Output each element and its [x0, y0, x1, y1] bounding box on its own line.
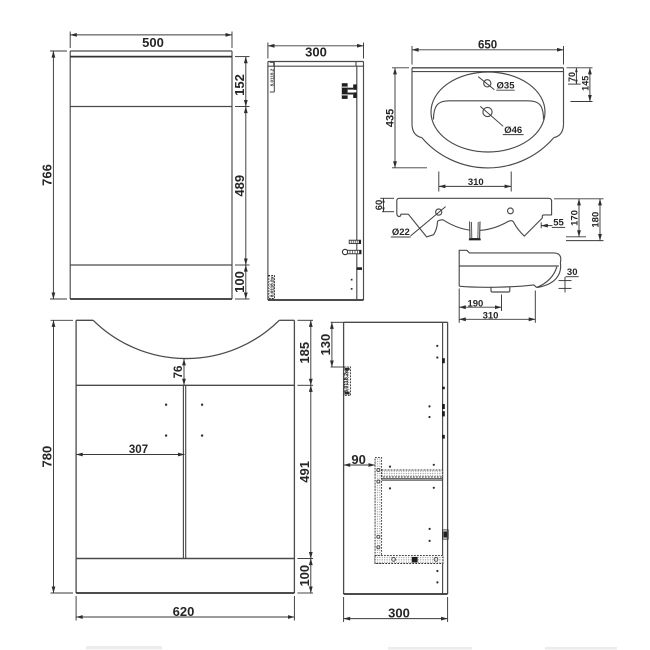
- svg-text:180: 180: [590, 212, 601, 228]
- svg-text:100: 100: [232, 271, 247, 293]
- svg-text:100: 100: [297, 565, 312, 587]
- svg-text:500: 500: [142, 35, 164, 50]
- svg-text:152: 152: [232, 74, 247, 96]
- svg-text:55: 55: [553, 217, 564, 228]
- svg-text:Ø35: Ø35: [497, 81, 516, 92]
- svg-text:435: 435: [384, 109, 396, 127]
- svg-text:190: 190: [467, 298, 483, 309]
- svg-text:300: 300: [388, 605, 410, 620]
- svg-text:60: 60: [374, 200, 385, 211]
- svg-text:310: 310: [483, 310, 499, 321]
- svg-text:780: 780: [40, 446, 55, 468]
- svg-text:185: 185: [297, 342, 312, 364]
- svg-text:766: 766: [39, 164, 54, 186]
- svg-text:489: 489: [232, 175, 247, 197]
- svg-text:310: 310: [468, 177, 484, 188]
- svg-text:8.0118.2: 8.0118.2: [270, 68, 275, 86]
- svg-text:8.0118.2a: 8.0118.2a: [269, 276, 274, 297]
- svg-text:8.0118.2a: 8.0118.2a: [344, 370, 350, 393]
- svg-text:70: 70: [567, 72, 577, 82]
- svg-text:Ø22: Ø22: [392, 227, 410, 238]
- svg-text:90: 90: [351, 452, 365, 467]
- svg-text:30: 30: [567, 267, 578, 278]
- svg-text:650: 650: [478, 40, 497, 52]
- svg-text:170: 170: [569, 210, 580, 226]
- svg-text:130: 130: [318, 334, 333, 356]
- svg-text:300: 300: [305, 45, 327, 60]
- svg-text:491: 491: [297, 461, 312, 483]
- svg-text:Ø46: Ø46: [504, 125, 522, 136]
- svg-text:307: 307: [129, 444, 148, 456]
- svg-text:145: 145: [580, 76, 590, 91]
- svg-text:76: 76: [173, 366, 185, 379]
- svg-text:620: 620: [173, 604, 195, 619]
